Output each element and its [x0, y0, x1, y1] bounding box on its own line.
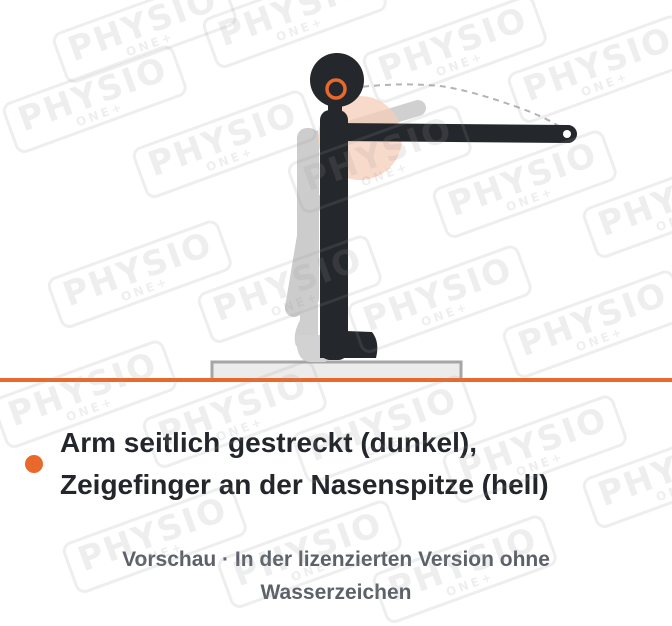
floor-line: [0, 378, 672, 382]
stool: [210, 360, 463, 382]
fingertip: [563, 130, 571, 138]
orange-dot-icon: [25, 455, 43, 473]
preview-notice-line-1: Vorschau · In der lizenzierten Version o…: [122, 548, 550, 571]
light-arm-lower: [285, 191, 321, 317]
dark-arm-straight: [327, 123, 577, 143]
caption-line-1: Arm seitlich gestreckt (dunkel),: [60, 427, 478, 458]
caption-text: Arm seitlich gestreckt (dunkel), Zeigefi…: [60, 422, 660, 506]
preview-notice: Vorschau · In der lizenzierten Version o…: [0, 543, 672, 609]
dark-figure-pelvis: [320, 330, 378, 358]
caption-line-2: Zeigefinger an der Nasenspitze (hell): [60, 469, 549, 500]
light-figure-leg: [296, 335, 326, 362]
orange-ring-icon: [325, 78, 347, 100]
preview-notice-line-2: Wasserzeichen: [260, 581, 412, 604]
dark-figure-torso: [320, 110, 348, 360]
